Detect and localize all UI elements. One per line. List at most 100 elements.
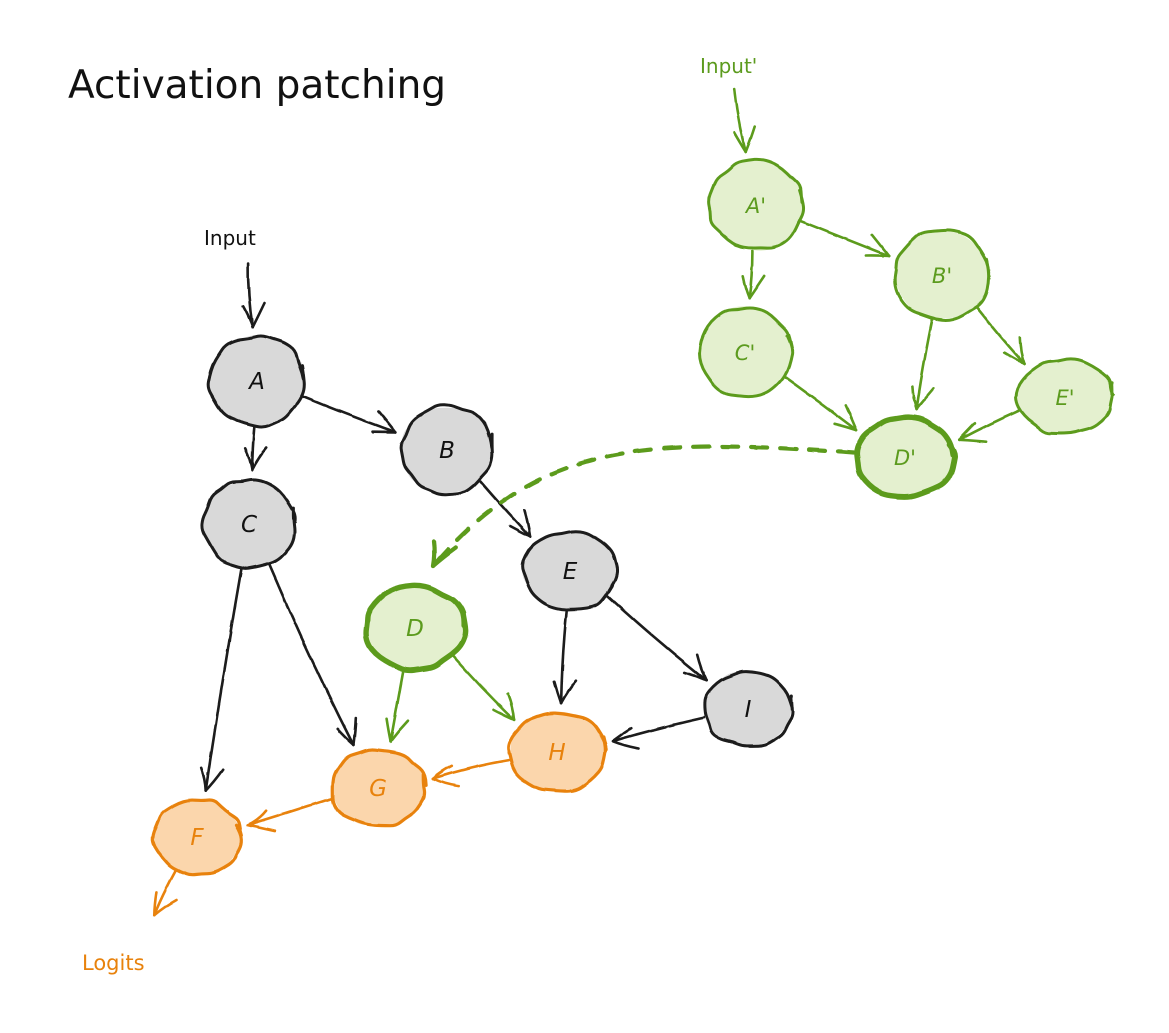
- edge-C-to-F: [199, 568, 243, 792]
- edge-line: [606, 594, 708, 682]
- edge-B-to-E: [479, 480, 532, 538]
- node-label: F: [190, 825, 204, 851]
- edge-line: [559, 610, 568, 705]
- arrowhead: [958, 422, 977, 442]
- arrowhead: [352, 716, 358, 747]
- edge-line: [975, 306, 1026, 366]
- edge-line: [250, 425, 256, 472]
- arrowhead: [377, 409, 397, 434]
- node-fill: [857, 417, 954, 498]
- edge-line: [799, 219, 890, 258]
- arrowhead: [430, 545, 458, 569]
- edge-D-to-G: [385, 668, 410, 743]
- node-label: H: [548, 740, 565, 766]
- edge-line: [732, 87, 747, 154]
- arrowhead: [553, 680, 563, 705]
- node-Ep[interactable]: E': [1014, 357, 1115, 435]
- arrowhead: [732, 131, 747, 154]
- edge-C-to-G: [268, 564, 358, 747]
- logits-label: Logits: [82, 951, 145, 975]
- arrowhead: [204, 768, 224, 792]
- node-outline: [520, 529, 619, 611]
- edge-G-to-F: [246, 797, 333, 832]
- node-outline: [1014, 357, 1115, 435]
- edge-Bp-to-Ep: [975, 306, 1026, 366]
- node-outline: [151, 798, 244, 877]
- edge-E-to-H: [553, 610, 578, 705]
- edge-Input-to-A: [241, 261, 266, 329]
- arrowhead: [611, 726, 633, 743]
- arrowhead: [153, 898, 178, 917]
- edge-line: [431, 758, 511, 780]
- edge-Bp-to-Dp: [911, 318, 936, 411]
- node-outline: [707, 157, 806, 250]
- node-Dp[interactable]: D': [854, 414, 958, 500]
- edge-line: [915, 318, 934, 411]
- arrowhead: [741, 275, 751, 300]
- arrowhead: [430, 539, 437, 569]
- node-fill: [365, 585, 465, 671]
- edge-Ap-to-Cp: [741, 249, 766, 300]
- arrowhead: [958, 438, 988, 443]
- arrowhead: [506, 692, 516, 722]
- edge-A-to-C: [243, 425, 268, 472]
- node-H[interactable]: H: [506, 711, 608, 793]
- node-Cp[interactable]: C': [697, 306, 794, 399]
- arrowhead: [335, 727, 355, 747]
- arrowhead: [1003, 351, 1026, 366]
- arrowhead: [492, 708, 516, 722]
- node-outline: [206, 334, 306, 429]
- edge-A-to-B: [301, 395, 397, 434]
- edge-F-to-Logits: [153, 869, 178, 917]
- node-I[interactable]: I: [703, 670, 794, 748]
- node-Ap[interactable]: A': [707, 157, 806, 251]
- node-A[interactable]: A: [206, 334, 306, 429]
- node-fill: [894, 231, 990, 319]
- arrowhead: [747, 274, 766, 300]
- node-label: C: [241, 512, 257, 538]
- node-fill: [709, 160, 804, 251]
- node-outline: [893, 228, 991, 322]
- node-Bp[interactable]: B': [893, 228, 991, 322]
- node-label: D': [894, 446, 916, 470]
- arrowhead: [431, 764, 454, 780]
- node-F[interactable]: F: [151, 798, 244, 877]
- node-fill: [331, 749, 425, 826]
- node-layer: A B C E I D F G H A' B' C' E' D': [151, 157, 1115, 877]
- arrowhead: [864, 254, 890, 258]
- node-C[interactable]: C: [200, 478, 297, 570]
- input-prime-label: Input': [700, 54, 757, 78]
- arrowhead: [744, 125, 756, 154]
- node-D[interactable]: D: [363, 582, 469, 674]
- node-label: A: [247, 369, 265, 395]
- node-label: I: [745, 697, 752, 723]
- edge-line: [479, 480, 532, 538]
- node-label: B': [932, 264, 952, 288]
- node-label: E': [1055, 386, 1074, 410]
- edge-line: [204, 568, 243, 792]
- edge-Input'-to-Ap: [732, 87, 756, 154]
- node-fill: [153, 800, 242, 876]
- node-G[interactable]: G: [331, 747, 428, 828]
- edge-line: [747, 249, 754, 300]
- page-title: Activation patching: [68, 63, 446, 108]
- arrowhead: [250, 446, 268, 472]
- edge-line: [783, 375, 858, 432]
- arrowhead: [911, 385, 918, 411]
- edge-I-to-H: [611, 716, 706, 750]
- node-outline: [854, 414, 958, 500]
- arrowhead: [199, 767, 207, 792]
- arrowhead: [559, 679, 578, 705]
- arrowhead: [611, 739, 640, 750]
- edge-line: [268, 564, 355, 747]
- edge-Cp-to-Dp: [783, 375, 858, 432]
- node-fill: [510, 711, 606, 792]
- node-E[interactable]: E: [520, 529, 619, 611]
- node-label: G: [369, 776, 387, 802]
- patch-arrow-path: [430, 444, 857, 569]
- edge-Ep-to-Dp: [958, 409, 1021, 443]
- node-B[interactable]: B: [399, 403, 494, 497]
- node-outline: [703, 670, 794, 748]
- node-outline: [331, 747, 428, 828]
